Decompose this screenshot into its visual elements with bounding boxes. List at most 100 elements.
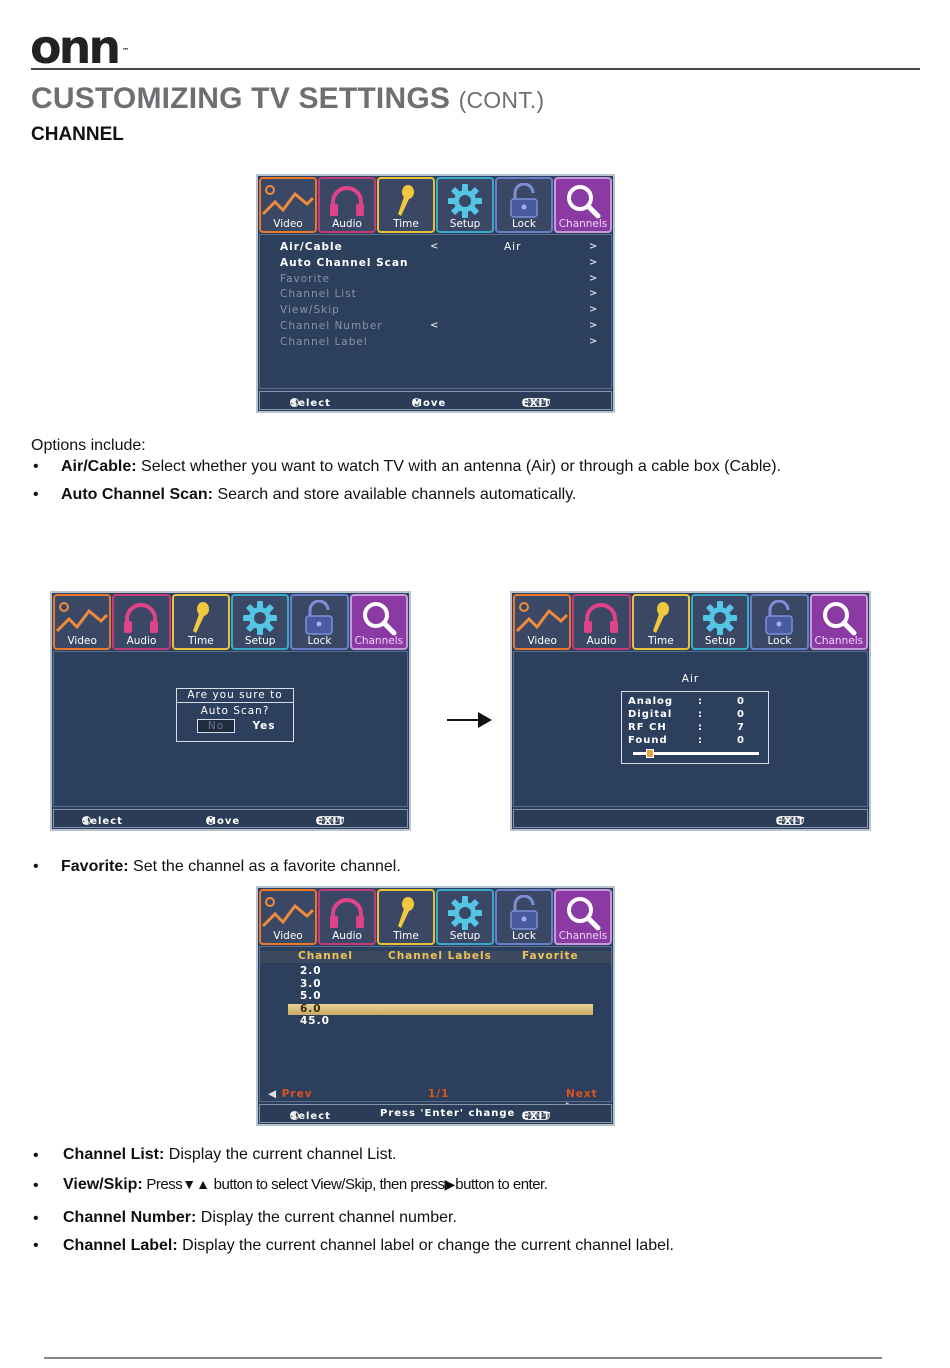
tab-label: Video [273,930,303,942]
menu-item[interactable]: Auto Channel Scan [280,256,409,269]
tab-channels[interactable]: Channels [349,594,408,650]
chevron-right-icon[interactable]: > [589,320,598,331]
tab-audio[interactable]: Audio [318,177,376,233]
tab-label: Setup [449,218,481,230]
tab-label: Video [273,218,303,230]
magnifier-icon [556,183,610,219]
tab-time[interactable]: Time [171,594,230,650]
chevron-right-icon[interactable]: > [589,335,598,347]
tab-setup[interactable]: Setup [436,889,494,945]
menu-item[interactable]: Channel List [280,288,357,301]
headphones-icon [320,895,374,931]
tab-video[interactable]: Video [259,889,317,945]
chevron-right-icon[interactable]: > [589,241,598,252]
tab-lock[interactable]: Lock [750,594,809,650]
tab-setup[interactable]: Setup [230,594,290,650]
bullet-favorite: Favorite: Set the channel as a favorite … [61,858,401,875]
tab-channels[interactable]: Channels [554,177,612,233]
tab-time[interactable]: Time [377,889,435,945]
menu-item[interactable]: Favorite [280,272,330,285]
bullet-channel-number: Channel Number: Display the current chan… [63,1209,457,1226]
chevron-right-icon[interactable]: > [589,304,598,316]
tab-label: Lock [307,635,332,647]
confirm-dialog: Are you sure to Auto Scan? No Yes [176,688,294,742]
confirm-body: Are you sure to Auto Scan? No Yes [53,651,408,807]
tab-label: Time [393,930,419,942]
tab-video[interactable]: Video [53,594,112,650]
tab-label: Video [527,635,557,647]
tab-label: Channels [814,635,864,647]
chevron-right-icon[interactable]: > [589,256,598,268]
chart-icon [261,895,315,931]
gear-icon [438,183,492,219]
tab-time[interactable]: Time [631,594,690,650]
channel-menu-body: Air/Cable < Air > Auto Channel Scan > Favorite… [259,234,612,389]
tab-label: Video [67,635,97,647]
bullet-dot: • [33,486,39,503]
scan-progress-bar [633,749,759,758]
chevron-right-icon[interactable]: > [589,288,598,300]
stat-value: 0 [737,696,745,707]
menu-item[interactable]: View/Skip [280,304,340,317]
bullet-dot: • [33,1147,39,1164]
page-title: CUSTOMIZING TV SETTINGS (CONT.) [31,82,545,115]
channel-row[interactable]: 6.0 [300,1002,322,1015]
chevron-left-icon[interactable]: < [430,320,439,331]
yes-button[interactable]: Yes [252,720,276,732]
lock-icon [292,600,346,636]
tab-label: Audio [126,635,157,647]
tab-lock[interactable]: Lock [290,594,349,650]
bullet-dot: • [33,1177,39,1194]
stat-separator: : [698,709,703,720]
tab-channels[interactable]: Channels [554,889,612,945]
gear-icon [233,600,287,636]
stat-label: RF CH [628,722,667,733]
tab-lock[interactable]: Lock [495,889,553,945]
tab-video[interactable]: Video [259,177,317,233]
menu-item[interactable]: Channel Label [280,335,368,348]
tab-lock[interactable]: Lock [495,177,553,233]
channel-row[interactable]: 45.0 [300,1015,330,1028]
chart-icon [261,183,315,219]
down-triangle-icon: ▼ [182,1176,197,1192]
tab-label: Setup [449,930,481,942]
no-button[interactable]: No [197,719,235,733]
menu-item[interactable]: Air/Cable [280,241,343,253]
bullet-dot: • [33,858,39,875]
tab-audio[interactable]: Audio [112,594,171,650]
channel-row[interactable]: 2.0 [300,965,322,977]
tab-label: Time [647,635,674,647]
menu-item-value: Air [504,241,522,253]
stat-label: Digital [628,709,673,720]
menu-item[interactable]: Channel Number [280,320,383,332]
prev-button[interactable]: ◀ Prev [268,1088,313,1100]
tab-time[interactable]: Time [377,177,435,233]
tab-setup[interactable]: Setup [436,177,494,233]
tab-label: Audio [586,635,617,647]
bullet-channel-label: Channel Label: Display the current chann… [63,1237,674,1254]
tab-setup[interactable]: Setup [690,594,750,650]
channel-row[interactable]: 3.0 [300,977,322,990]
page-indicator: 1/1 [428,1088,450,1100]
microphone-icon [634,600,688,636]
header-rule [31,68,920,70]
chart-icon [55,600,109,636]
tab-video[interactable]: Video [513,594,572,650]
stat-label: Found [628,735,668,746]
tab-audio[interactable]: Audio [572,594,631,650]
chevron-right-icon[interactable]: > [589,272,598,284]
tab-channels[interactable]: Channels [809,594,868,650]
headphones-icon [114,600,168,636]
bullet-dot: • [33,458,39,475]
chevron-left-icon[interactable]: < [430,241,439,252]
stat-value: 0 [737,709,745,720]
channel-row[interactable]: 5.0 [300,990,322,1003]
magnifier-icon [556,895,610,931]
tab-audio[interactable]: Audio [318,889,376,945]
